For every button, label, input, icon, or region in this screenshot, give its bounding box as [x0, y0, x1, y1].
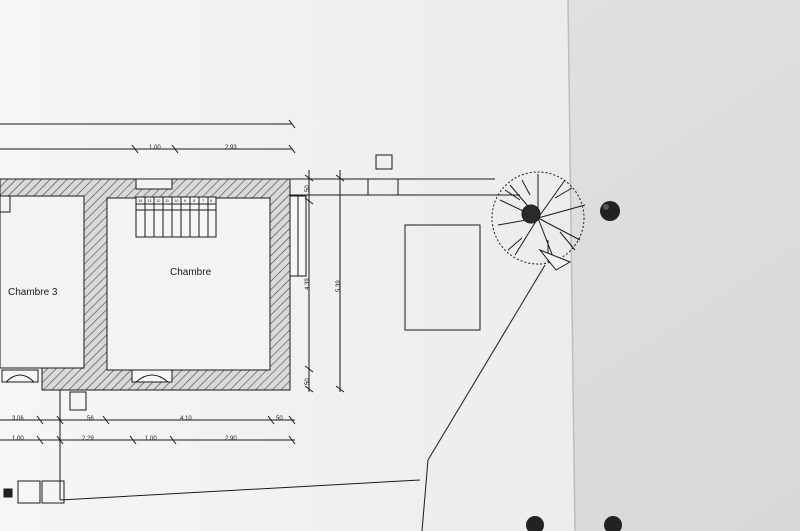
stair-step-label: 9	[184, 198, 187, 203]
stair-step-label: 7	[202, 198, 205, 203]
room-label-chambre-3: Chambre 3	[8, 287, 58, 298]
stair-step-label: 12	[156, 198, 161, 203]
dim-label: 1.00	[12, 436, 24, 442]
dim-label: 3.06	[12, 416, 24, 422]
stair-step-label: 13	[147, 198, 152, 203]
dim-label: 2.90	[225, 436, 237, 442]
stair-step-label: 8	[193, 198, 196, 203]
dim-label: 2.93	[225, 145, 237, 151]
dim-label: 50	[305, 378, 311, 385]
stair-step-label: 14	[138, 198, 143, 203]
dim-label: 1.00	[145, 436, 157, 442]
dim-label: 50	[305, 185, 311, 192]
stair-step-label: 10	[174, 198, 179, 203]
pin	[604, 516, 622, 531]
dim-label: 56	[87, 416, 94, 422]
pin	[600, 201, 620, 221]
pool-outline	[404, 224, 481, 331]
tree-symbol	[491, 171, 586, 271]
dim-label: 4.39	[305, 278, 311, 290]
room-label-chambre: Chambre	[170, 267, 212, 278]
pin	[526, 516, 544, 531]
dim-label: 1.00	[149, 145, 161, 151]
dim-label: 50	[276, 416, 283, 422]
walls	[0, 178, 291, 391]
dim-label: 2.29	[82, 436, 94, 442]
dim-label: 5.39	[336, 280, 342, 292]
dim-label: 4.10	[180, 416, 192, 422]
stair-step-label: 6	[210, 198, 213, 203]
stair-step-label: 11	[165, 198, 170, 203]
